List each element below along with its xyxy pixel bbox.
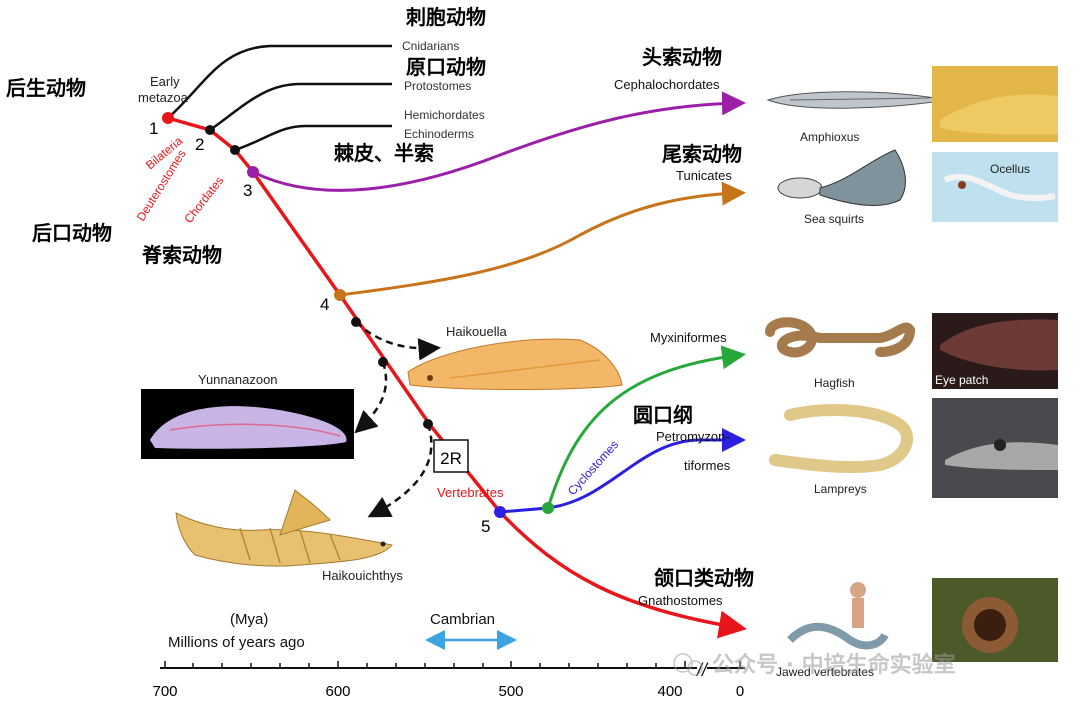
node-hemichordate: [230, 145, 240, 155]
yunnanazoon-label: Yunnanazoon: [198, 372, 278, 387]
cnidarians-label: Cnidarians: [402, 39, 459, 53]
node-5: [494, 506, 506, 518]
node-3: [247, 166, 259, 178]
tick-600: 600: [325, 683, 350, 700]
protostomes-label: Protostomes: [404, 79, 471, 93]
haikouichthys-arrow: [367, 423, 433, 518]
cn-cephalochordates-label: 头索动物: [642, 45, 722, 69]
cephalochordate-branch: [252, 91, 746, 192]
haikouichthys-label: Haikouichthys: [322, 568, 403, 583]
cephalochordates-label: Cephalochordates: [614, 77, 720, 92]
cnidarian-branch: [167, 44, 392, 119]
node-fossil-3: [423, 419, 433, 429]
gnathostomes-label: Gnathostomes: [638, 593, 723, 608]
echinoderms-label: Echinoderms: [404, 127, 474, 141]
vertebrates-label: Vertebrates: [437, 485, 504, 500]
axis-title-label: Millions of years ago: [168, 634, 305, 651]
hagfish-caption: Hagfish: [814, 376, 855, 390]
two-r-box: [433, 439, 469, 473]
watermark: 公众号 · 中培生命实验室: [673, 652, 956, 678]
protostome-branch: [209, 82, 392, 132]
node-4-label: 4: [320, 295, 329, 314]
axis-unit-label: (Mya): [230, 611, 268, 628]
cn-tunicates-label: 尾索动物: [662, 142, 742, 166]
two-r-label: 2R: [440, 449, 462, 468]
cn-cnidarians-label: 刺胞动物: [406, 5, 486, 29]
sea-squirts-caption: Sea squirts: [804, 212, 864, 226]
petromyzon-label-1: Petromyzon-: [656, 429, 730, 444]
chordates-label: Chordates: [181, 174, 226, 226]
x-axis-ticks: [164, 661, 741, 668]
cn-protostomes-label: 原口动物: [406, 55, 486, 79]
amphioxus-illustration: [766, 91, 949, 109]
metazoa-label: metazoa: [138, 90, 189, 105]
haikouella-arrow: [355, 321, 441, 361]
node-cyclostomes: [542, 502, 554, 514]
haikouella-illustration: [407, 338, 623, 391]
early-label: Early: [150, 74, 180, 89]
yunnanazoon-image: [141, 389, 354, 459]
tick-500: 500: [498, 683, 523, 700]
hagfish-illustration: [765, 317, 916, 358]
node-5-label: 5: [481, 517, 490, 536]
tick-700: 700: [152, 683, 177, 700]
petromyzon-label-2: tiformes: [684, 458, 731, 473]
tick-0: 0: [736, 683, 744, 700]
lamprey-illustration: [769, 404, 913, 474]
node-fossil-2: [378, 357, 388, 367]
cn-cyclostomes-label: 圆口纲: [633, 403, 693, 427]
lamprey-branch: [547, 428, 746, 510]
node-2-label: 2: [195, 135, 204, 154]
cn-gnathostomes-label: 颌口类动物: [654, 566, 754, 590]
amphioxus-caption: Amphioxus: [800, 130, 859, 144]
cn-echinoderm-label: 棘皮、半索: [334, 141, 434, 165]
cn-chordates-label: 脊索动物: [141, 243, 222, 267]
node-1: [162, 112, 174, 124]
hemichordate-branch: [234, 124, 392, 152]
cn-metazoa-label: 后生动物: [6, 76, 86, 100]
tunicate-branch: [339, 181, 746, 297]
hagfish-branch: [546, 345, 746, 509]
jawed-vertebrates-caption: Jawed vertebrates: [776, 665, 874, 679]
watermark-text: 公众号 · 中培生命实验室: [712, 652, 956, 678]
node-2: [205, 125, 215, 135]
cn-deuterostomes-label: 后口动物: [32, 221, 112, 245]
node-fossil-1: [351, 317, 361, 327]
lampreys-caption: Lampreys: [814, 482, 867, 496]
hemichordates-label: Hemichordates: [404, 108, 485, 122]
node-1-label: 1: [149, 119, 158, 138]
haikouella-label: Haikouella: [446, 324, 507, 339]
tick-400: 400: [657, 683, 682, 700]
yunnanazoon-arrow: [354, 361, 388, 434]
jawed-vertebrate-illustration: [787, 582, 889, 650]
cambrian-label: Cambrian: [430, 611, 495, 628]
vertebrate-stem: [499, 506, 549, 514]
haikouichthys-illustration: [175, 489, 393, 567]
eye-patch-caption: Eye patch: [935, 373, 988, 387]
tunicates-label: Tunicates: [676, 168, 732, 183]
myxiniformes-label: Myxiniformes: [650, 330, 727, 345]
main-trunk-line: [167, 116, 747, 639]
node-4: [334, 289, 346, 301]
sea-squirt-illustration: [777, 149, 906, 206]
ocellus-caption: Ocellus: [990, 162, 1030, 176]
node-3-label: 3: [243, 181, 252, 200]
